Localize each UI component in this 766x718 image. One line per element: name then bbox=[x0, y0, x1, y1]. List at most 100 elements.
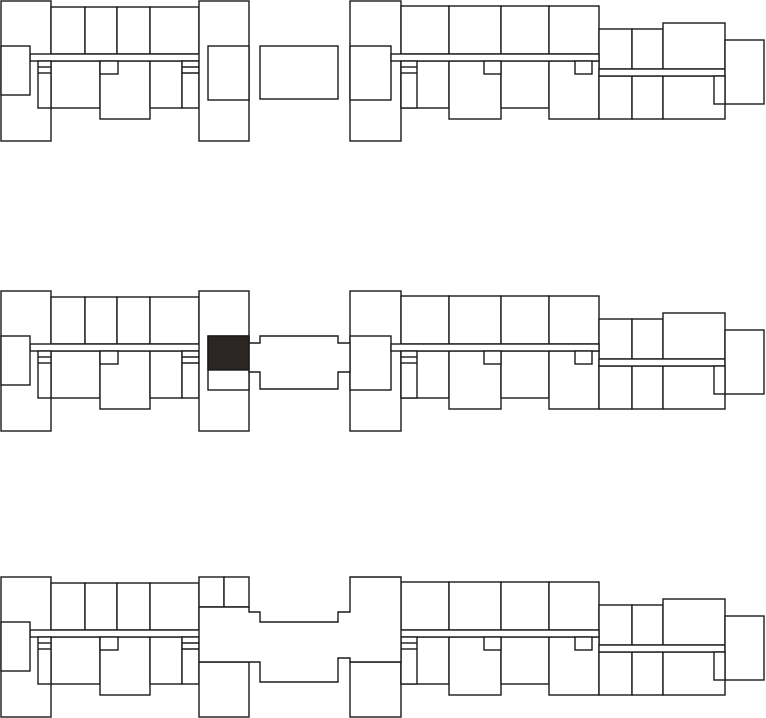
room bbox=[84, 582, 118, 631]
room bbox=[631, 604, 664, 646]
room bbox=[149, 582, 200, 631]
room bbox=[500, 636, 550, 685]
corridor bbox=[390, 343, 600, 352]
central-block bbox=[259, 45, 339, 100]
room bbox=[349, 661, 402, 718]
merged-hall bbox=[198, 576, 402, 683]
room bbox=[50, 60, 101, 109]
room bbox=[548, 295, 600, 345]
room bbox=[84, 6, 118, 55]
stair bbox=[181, 60, 200, 109]
link-corridor bbox=[248, 335, 351, 390]
room bbox=[50, 296, 86, 345]
corridor bbox=[598, 358, 726, 367]
room bbox=[448, 5, 502, 55]
room bbox=[149, 60, 183, 109]
room bbox=[207, 45, 250, 101]
plan-variant-1 bbox=[0, 0, 765, 142]
closet bbox=[713, 365, 726, 395]
room bbox=[500, 295, 550, 345]
room bbox=[598, 28, 633, 70]
closet bbox=[574, 60, 593, 75]
stair bbox=[37, 350, 52, 399]
room bbox=[631, 28, 664, 70]
room bbox=[400, 295, 450, 345]
closet bbox=[483, 60, 502, 75]
room bbox=[548, 5, 600, 55]
room bbox=[149, 6, 200, 55]
closet bbox=[483, 636, 502, 651]
corridor bbox=[29, 53, 209, 62]
room bbox=[631, 365, 664, 410]
room bbox=[349, 335, 392, 391]
room bbox=[448, 60, 502, 120]
closet bbox=[99, 636, 119, 651]
room bbox=[662, 22, 726, 70]
closet bbox=[574, 636, 593, 651]
plan-variant-2 bbox=[0, 290, 765, 432]
room bbox=[149, 296, 200, 345]
room bbox=[598, 318, 633, 360]
room bbox=[50, 582, 86, 631]
room bbox=[631, 318, 664, 360]
closet bbox=[483, 350, 502, 365]
stair bbox=[181, 636, 200, 685]
room bbox=[0, 45, 31, 96]
stair bbox=[181, 350, 200, 399]
room bbox=[500, 5, 550, 55]
room bbox=[50, 350, 101, 399]
stair bbox=[400, 60, 418, 109]
room bbox=[598, 365, 633, 410]
corridor bbox=[29, 343, 209, 352]
room bbox=[50, 6, 86, 55]
room bbox=[662, 598, 726, 646]
room bbox=[724, 615, 765, 681]
corridor bbox=[29, 629, 209, 638]
room bbox=[500, 581, 550, 631]
corridor bbox=[390, 53, 600, 62]
room bbox=[631, 75, 664, 120]
room bbox=[400, 5, 450, 55]
room bbox=[116, 6, 151, 55]
room bbox=[724, 39, 765, 105]
closet bbox=[574, 350, 593, 365]
corridor bbox=[598, 644, 726, 653]
room bbox=[116, 582, 151, 631]
room bbox=[149, 636, 183, 685]
closet bbox=[713, 75, 726, 105]
room bbox=[116, 296, 151, 345]
room bbox=[500, 60, 550, 109]
closet bbox=[99, 350, 119, 365]
corridor bbox=[390, 629, 600, 638]
room bbox=[448, 581, 502, 631]
plan-variant-3 bbox=[0, 576, 765, 718]
room bbox=[50, 636, 101, 685]
closet bbox=[713, 651, 726, 681]
room bbox=[0, 335, 31, 386]
stair bbox=[37, 60, 52, 109]
room bbox=[149, 350, 183, 399]
room bbox=[500, 350, 550, 399]
room bbox=[198, 576, 225, 608]
room bbox=[548, 581, 600, 631]
room bbox=[598, 75, 633, 120]
highlighted-room bbox=[207, 335, 250, 371]
room bbox=[598, 651, 633, 696]
room bbox=[724, 329, 765, 395]
room bbox=[400, 581, 450, 631]
room bbox=[598, 604, 633, 646]
room bbox=[448, 295, 502, 345]
stair bbox=[400, 350, 418, 399]
room bbox=[198, 661, 250, 718]
stair bbox=[400, 636, 418, 685]
stair bbox=[37, 636, 52, 685]
room bbox=[223, 576, 250, 608]
room bbox=[84, 296, 118, 345]
room bbox=[631, 651, 664, 696]
corridor bbox=[598, 68, 726, 77]
room bbox=[662, 312, 726, 360]
room bbox=[0, 621, 31, 672]
closet bbox=[99, 60, 119, 75]
room bbox=[349, 45, 392, 101]
